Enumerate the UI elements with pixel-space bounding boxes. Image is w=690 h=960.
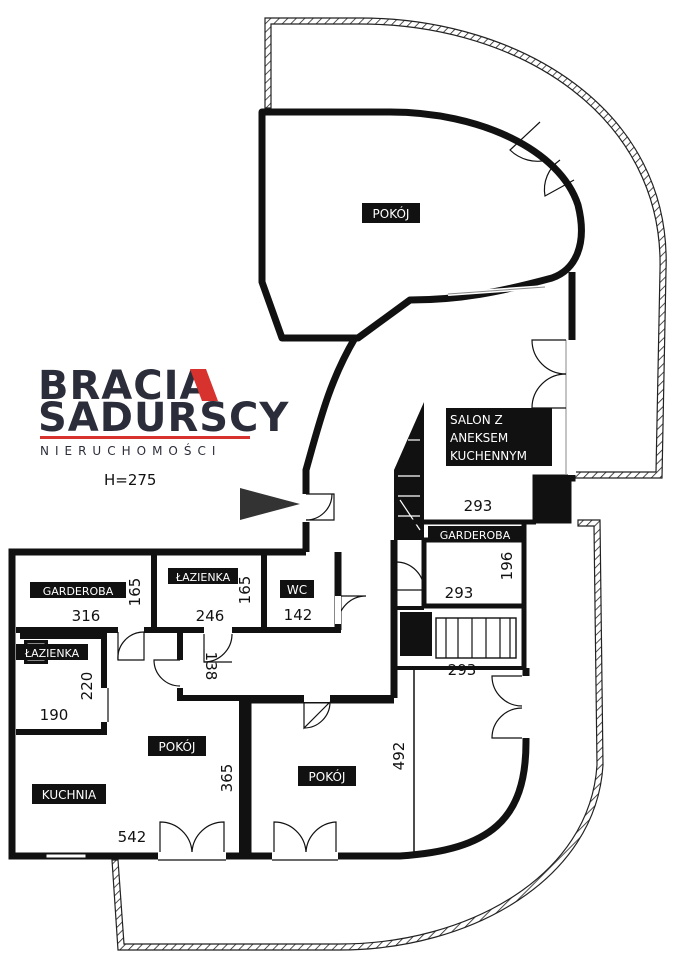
balcony-top-right [264, 17, 667, 479]
label-pokoj-bottom: POKÓJ [309, 769, 346, 784]
label-pokoj-top: POKÓJ [373, 206, 410, 221]
door-lazienka-left [100, 688, 109, 722]
door-pokoj-balcony [272, 821, 338, 861]
dim-220: 220 [78, 672, 96, 701]
door-pokoj-left [153, 659, 184, 688]
wall-bottom-right-room [244, 668, 530, 860]
wardrobe-lower-lines [445, 618, 511, 658]
logo-divider [40, 436, 250, 439]
wall-lower-corridor [394, 606, 524, 670]
balcony-bottom [111, 519, 604, 951]
dim-293-salon: 293 [464, 497, 493, 515]
fridge-block [400, 612, 432, 656]
wall-left-wing-outer [8, 548, 306, 860]
door-kuchnia-balcony [158, 821, 226, 861]
dim-165-b: 165 [236, 576, 254, 605]
stairs-diagonal [394, 402, 424, 540]
dim-142: 142 [284, 606, 313, 624]
label-salon-2: ANEKSEM [450, 431, 508, 445]
dimension-labels: 293 293 196 293 316 165 246 165 142 138 … [40, 497, 516, 846]
dim-293-garderoba: 293 [445, 584, 474, 602]
logo-text-sadurscy: SADURSCY [38, 395, 290, 441]
ceiling-height-label: H=275 [104, 471, 157, 489]
label-salon-3: KUCHENNYM [450, 449, 527, 463]
room-labels: POKÓJ SALON Z ANEKSEM KUCHENNYM GARDEROB… [16, 203, 552, 804]
dim-246: 246 [196, 607, 225, 625]
wall-top-room [258, 108, 585, 342]
wardrobe-lower [435, 617, 517, 659]
dim-365: 365 [218, 764, 236, 793]
dim-293-lower: 293 [448, 661, 477, 679]
dim-542: 542 [118, 828, 147, 846]
label-lazienka-mid: ŁAZIENKA [175, 571, 231, 584]
label-lazienka-left: ŁAZIENKA [24, 647, 80, 660]
stairs-lines [398, 439, 421, 531]
door-garderoba-left [117, 626, 145, 661]
door-wc [335, 595, 367, 625]
label-pokoj-left: POKÓJ [159, 739, 196, 754]
label-garderoba-right: GARDEROBA [440, 529, 511, 542]
dim-196: 196 [498, 552, 516, 581]
door-bottom-right-room [491, 675, 530, 739]
door-salon [531, 339, 576, 475]
logo-flag-icon [190, 369, 218, 401]
label-salon-1: SALON Z [450, 413, 503, 427]
label-wc: WC [287, 583, 307, 597]
door-top-room [509, 119, 578, 197]
dim-492: 492 [390, 742, 408, 771]
label-garderoba-left: GARDEROBA [43, 585, 114, 598]
door-garderoba-right [395, 561, 425, 591]
wall-corridor-left [302, 336, 359, 552]
door-corridor-bottom [303, 694, 331, 730]
door-lazienka-mid [203, 626, 233, 663]
window-kuchnia [45, 853, 87, 859]
label-kuchnia: KUCHNIA [42, 788, 97, 802]
logo-text-bracia: BRACIA [38, 363, 212, 409]
dim-138: 138 [202, 652, 220, 681]
door-entrance [302, 493, 335, 522]
column-salon [536, 478, 568, 520]
entrance-arrow [240, 488, 300, 520]
dim-190: 190 [40, 706, 69, 724]
dim-316: 316 [72, 607, 101, 625]
logo-text-nieruchomosci: NIERUCHOMOŚCI [40, 444, 222, 458]
dim-165-a: 165 [126, 578, 144, 607]
